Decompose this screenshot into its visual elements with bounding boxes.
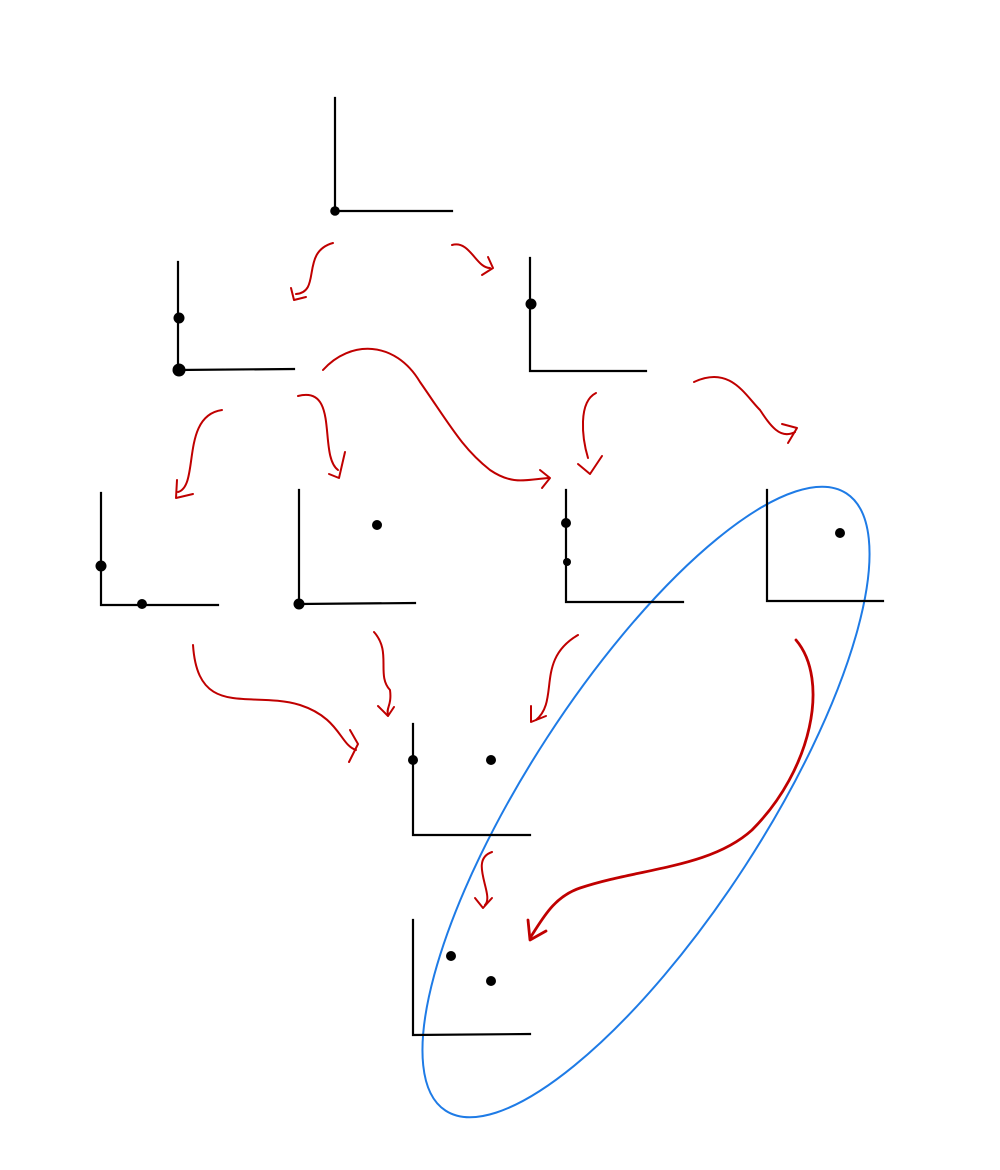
arrow-n3-n6 xyxy=(577,392,603,475)
arrow-n6-n8 xyxy=(530,634,579,723)
arrow-n1-n2 xyxy=(290,242,334,301)
arrow-n3-n7 xyxy=(693,375,798,444)
dot-icon xyxy=(137,599,147,609)
dot-icon xyxy=(173,312,185,324)
node-n3 xyxy=(525,256,648,373)
highlight-ellipse xyxy=(421,485,871,1119)
dot-icon xyxy=(408,755,418,765)
node-n2 xyxy=(172,260,296,377)
node-n7 xyxy=(765,488,885,603)
arrow-n7-n9 xyxy=(526,638,815,942)
node-n4 xyxy=(95,491,220,609)
dot-icon xyxy=(372,520,382,530)
dot-icon xyxy=(563,558,571,566)
dot-icon xyxy=(446,951,456,961)
arrow-n4-n8 xyxy=(192,644,359,763)
dot-icon xyxy=(486,976,496,986)
arrow-layer xyxy=(175,242,815,942)
node-n9 xyxy=(411,918,532,1037)
dot-icon xyxy=(525,298,537,310)
dot-icon xyxy=(172,363,186,377)
axes-corner-icon xyxy=(99,491,220,607)
axes-corner-icon xyxy=(765,488,885,603)
node-n8 xyxy=(408,722,532,837)
node-n1 xyxy=(330,96,454,216)
arrow-n1-n3 xyxy=(451,243,494,276)
arrow-n2-n5 xyxy=(297,393,346,479)
node-layer xyxy=(95,96,885,1037)
arrow-n8-n9 xyxy=(474,851,493,909)
arrow-n2-n6 xyxy=(322,347,551,489)
axes-corner-icon xyxy=(411,918,532,1037)
axes-corner-icon xyxy=(528,256,648,373)
node-n5 xyxy=(293,488,417,610)
dot-icon xyxy=(561,518,571,528)
dot-icon xyxy=(330,206,340,216)
dot-icon xyxy=(486,755,496,765)
dot-icon xyxy=(95,560,107,572)
arrow-n5-n8 xyxy=(373,631,395,717)
dot-icon xyxy=(835,528,845,538)
node-n6 xyxy=(561,488,685,604)
dot-icon xyxy=(293,598,305,610)
arrow-n2-n4 xyxy=(175,409,223,499)
